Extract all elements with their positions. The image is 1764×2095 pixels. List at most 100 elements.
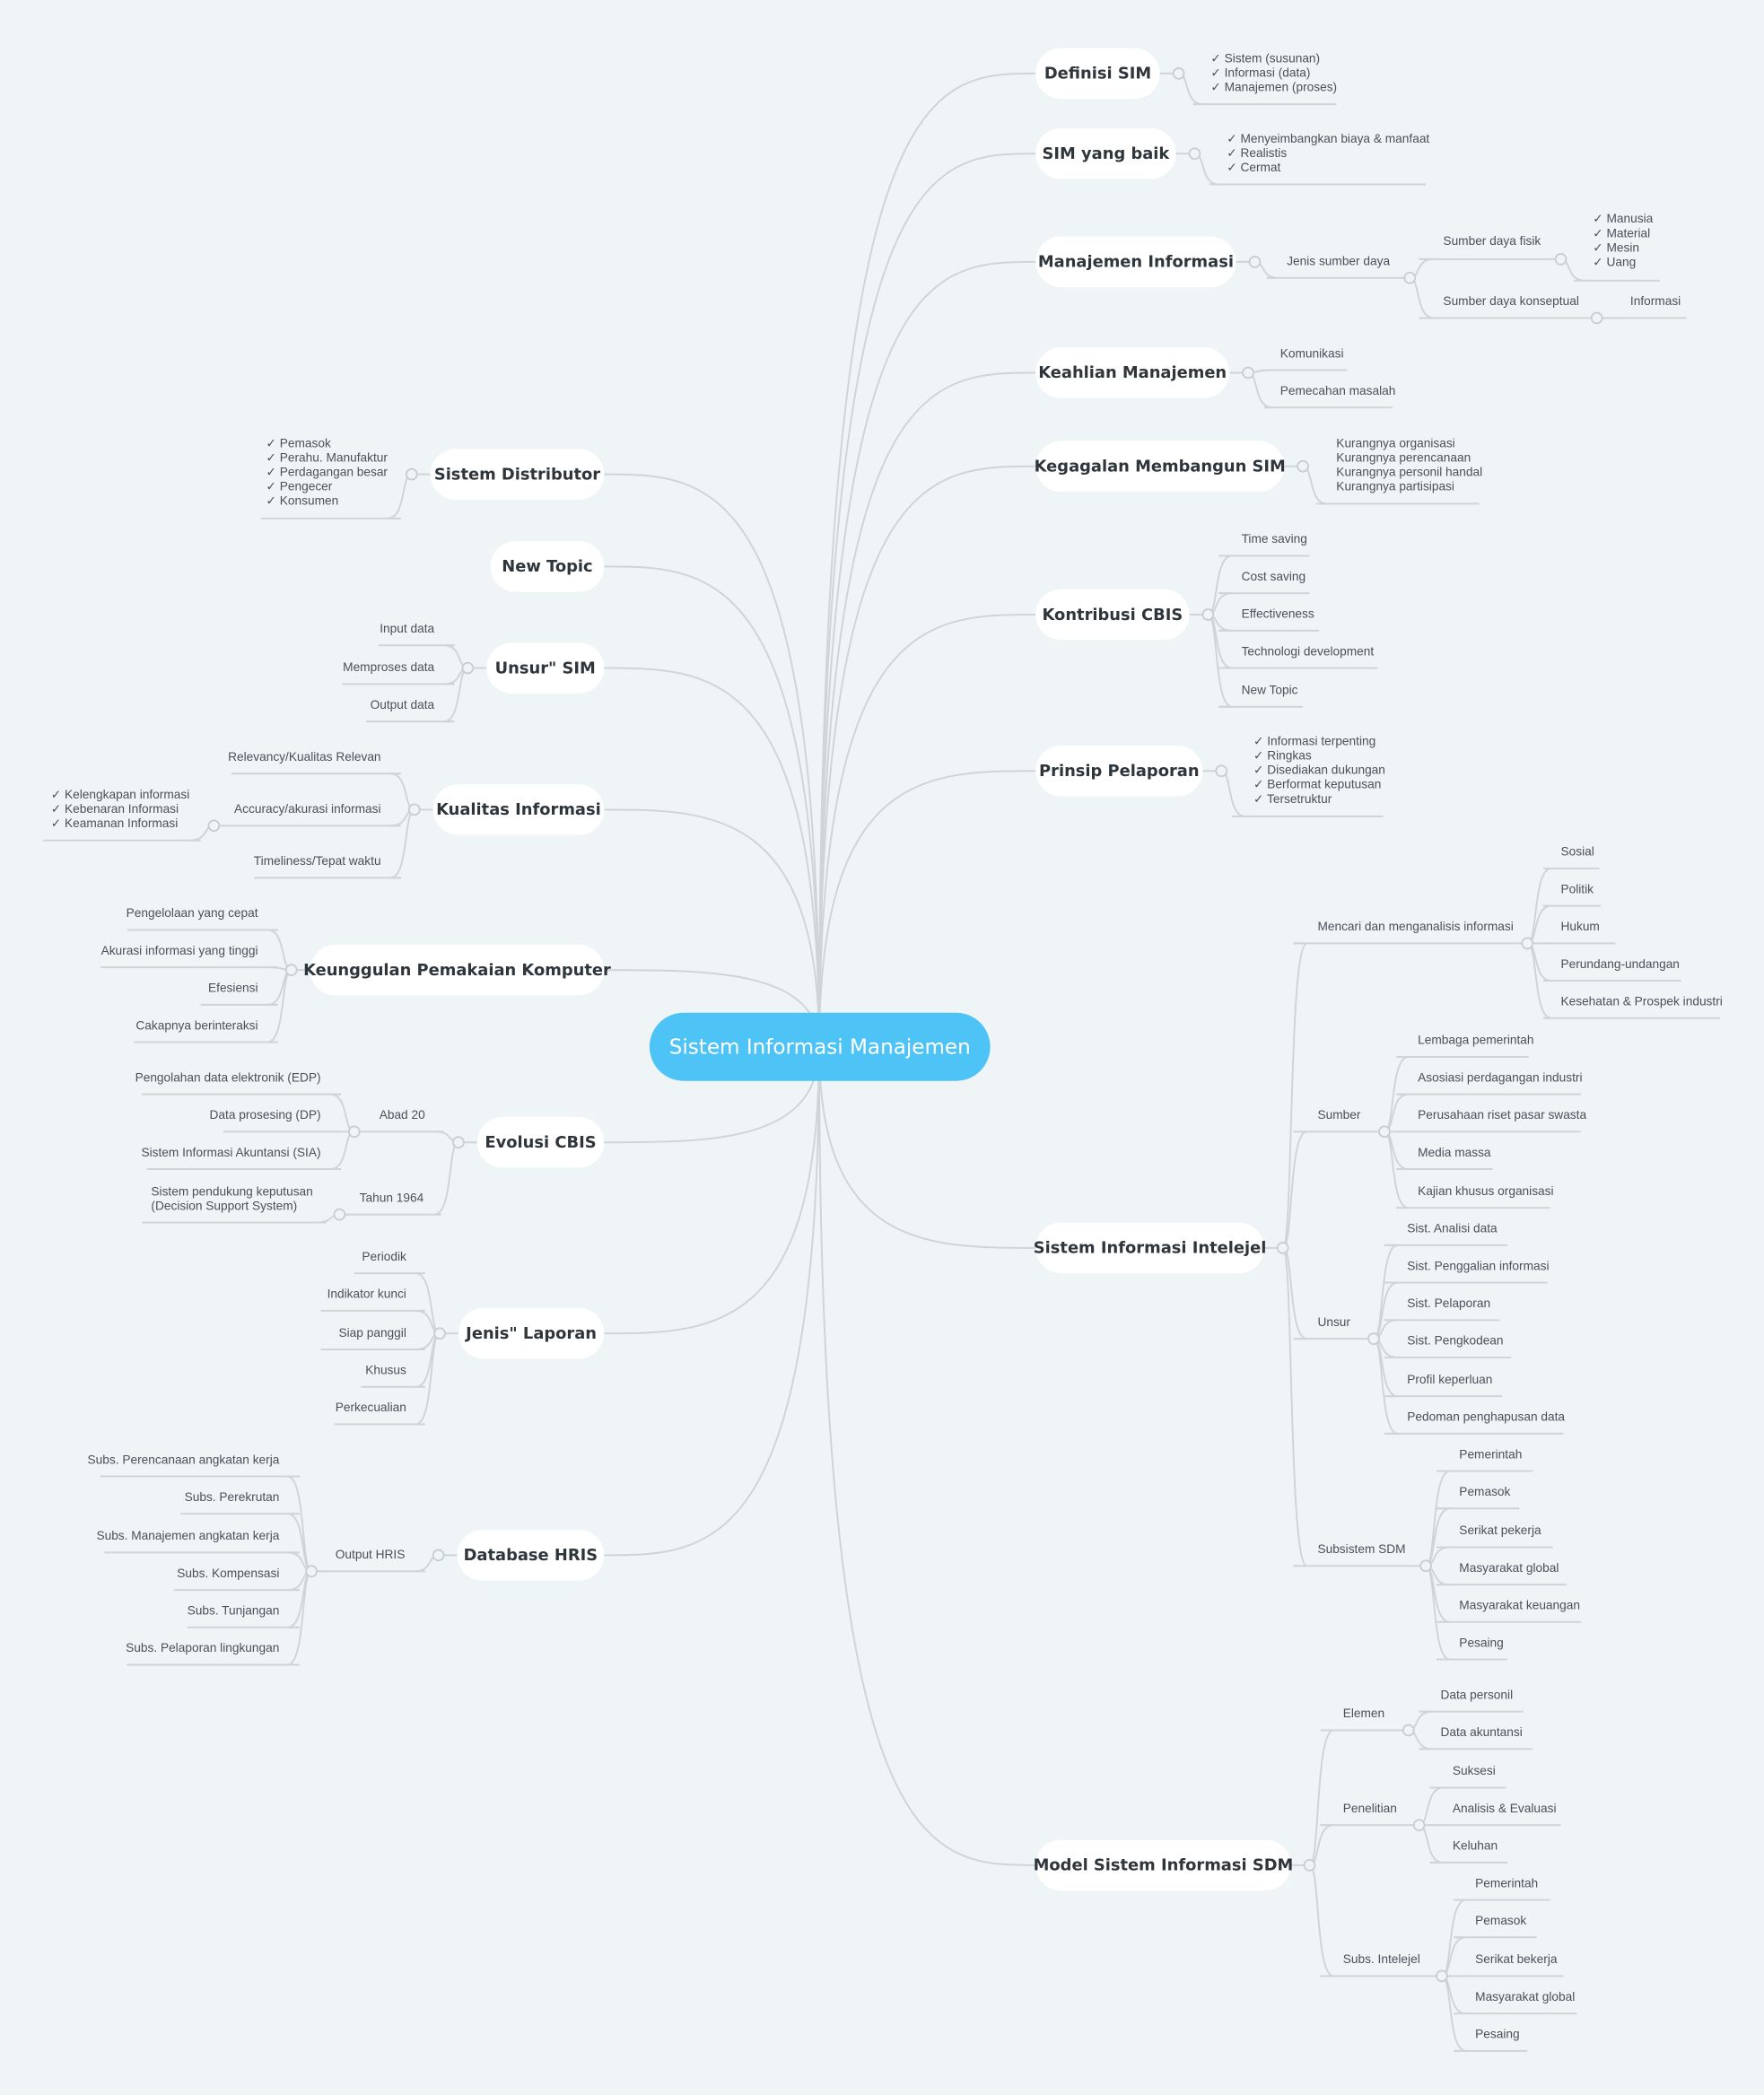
subtopic-label[interactable]: Effectiveness [1242, 607, 1314, 621]
subtopic-label[interactable]: Cost saving [1242, 570, 1306, 583]
subtopic-label[interactable]: Pedoman penghapusan data [1407, 1410, 1565, 1424]
subtopic-label[interactable]: Relevancy/Kualitas Relevan [228, 750, 380, 764]
subtopic-label[interactable]: New Topic [1242, 684, 1298, 697]
main-topic[interactable]: New Topic [490, 541, 605, 592]
collapse-toggle[interactable] [1201, 608, 1215, 621]
subtopic-label[interactable]: Pemecahan masalah [1280, 384, 1396, 397]
collapse-toggle[interactable] [1436, 1969, 1448, 1983]
subtopic-label[interactable]: Pesaing [1459, 1636, 1503, 1649]
subtopic-label[interactable]: Subs. Intelejel [1343, 1952, 1420, 1966]
main-topic[interactable]: Unsur" SIM [486, 642, 605, 694]
collapse-toggle[interactable] [461, 661, 475, 675]
main-topic-pill[interactable] [486, 642, 605, 694]
main-topic-pill[interactable] [490, 541, 605, 592]
subtopic-label[interactable]: Pemerintah [1459, 1447, 1522, 1461]
collapse-toggle[interactable] [1297, 459, 1309, 473]
collapse-toggle[interactable] [407, 803, 421, 816]
subtopic-label[interactable]: Sist. Pelaporan [1407, 1296, 1490, 1310]
subtopic-label[interactable]: ✓ Pemasok✓ Perahu. Manufaktur✓ Perdagang… [266, 436, 388, 507]
subtopic-label[interactable]: Sumber daya fisik [1443, 234, 1541, 248]
collapse-toggle[interactable] [1521, 937, 1534, 950]
subtopic-label[interactable]: Periodik [362, 1250, 406, 1263]
subtopic-label[interactable]: Subs. Tunjangan [188, 1604, 280, 1618]
subtopic-label[interactable]: Keluhan [1453, 1839, 1498, 1853]
main-topic-pill[interactable] [310, 944, 605, 996]
subtopic-label[interactable]: ✓ Informasi terpenting✓ Ringkas✓ Disedia… [1253, 734, 1385, 805]
subtopic-label[interactable]: Subs. Perencanaan angkatan kerja [88, 1453, 280, 1466]
collapse-toggle[interactable] [284, 964, 298, 976]
subtopic-label[interactable]: Accuracy/akurasi informasi [234, 802, 381, 816]
main-topic[interactable]: Keahlian Manajemen [1035, 347, 1230, 398]
subtopic-label[interactable]: Pengelolaan yang cepat [127, 906, 258, 920]
collapse-toggle[interactable] [1303, 1859, 1316, 1872]
subtopic-label[interactable]: Perkecualian [336, 1401, 406, 1414]
subtopic-label[interactable]: Mencari dan menganalisis informasi [1317, 920, 1513, 933]
subtopic-label[interactable]: Lembaga pemerintah [1418, 1034, 1533, 1047]
central-topic[interactable]: Sistem Informasi Manajemen [649, 1012, 991, 1081]
subtopic-label[interactable]: Perusahaan riset pasar swasta [1418, 1108, 1586, 1122]
main-topic[interactable]: Manajemen Informasi [1035, 236, 1236, 288]
main-topic-pill[interactable] [458, 1307, 605, 1359]
subtopic-label[interactable]: Pemasok [1475, 1914, 1526, 1927]
collapse-toggle[interactable] [347, 1125, 361, 1139]
main-topic[interactable]: Database HRIS [457, 1530, 605, 1581]
main-topic-pill[interactable] [476, 1116, 605, 1168]
main-topic-pill[interactable] [1035, 745, 1203, 797]
main-topic-pill[interactable] [1035, 1839, 1291, 1891]
collapse-toggle[interactable] [1403, 271, 1417, 284]
subtopic-label[interactable]: Data prosesing (DP) [210, 1108, 321, 1122]
subtopic-label[interactable]: Masyarakat global [1459, 1561, 1559, 1575]
main-topic[interactable]: Keunggulan Pemakaian Komputer [303, 944, 611, 996]
subtopic-label[interactable]: Suksesi [1453, 1764, 1496, 1777]
subtopic-label[interactable]: Siap panggil [339, 1326, 406, 1340]
collapse-toggle[interactable] [333, 1208, 346, 1221]
subtopic-label[interactable]: ✓ Sistem (susunan)✓ Informasi (data)✓ Ma… [1210, 51, 1337, 93]
collapse-toggle[interactable] [1378, 1125, 1391, 1139]
subtopic-label[interactable]: Time saving [1242, 532, 1307, 546]
main-topic-pill[interactable] [432, 784, 605, 835]
subtopic-label[interactable]: ✓ Manusia✓ Material✓ Mesin✓ Uang [1593, 212, 1653, 268]
subtopic-label[interactable]: Sumber daya konseptual [1443, 294, 1578, 308]
subtopic-label[interactable]: Memproses data [343, 660, 434, 674]
collapse-toggle[interactable] [1172, 67, 1185, 80]
subtopic-label[interactable]: Subs. Manajemen angkatan kerja [96, 1529, 279, 1542]
subtopic-label[interactable]: Serikat pekerja [1459, 1523, 1541, 1537]
subtopic-label[interactable]: Akurasi informasi yang tinggi [101, 944, 258, 957]
main-topic-pill[interactable] [1035, 347, 1230, 398]
subtopic-label[interactable]: Politik [1560, 882, 1594, 895]
main-topic-pill[interactable] [1035, 441, 1285, 493]
subtopic-label[interactable]: Elemen [1343, 1707, 1384, 1720]
subtopic-label[interactable]: Informasi [1630, 294, 1681, 308]
collapse-toggle[interactable] [1242, 366, 1254, 380]
subtopic-label[interactable]: Subs. Kompensasi [177, 1567, 279, 1580]
subtopic-label[interactable]: Subs. Pelaporan lingkungan [126, 1641, 279, 1654]
subtopic-label[interactable]: Sumber [1317, 1108, 1360, 1122]
main-topic-pill[interactable] [457, 1530, 605, 1581]
collapse-toggle[interactable] [432, 1549, 445, 1562]
subtopic-label[interactable]: Kesehatan & Prospek industri [1560, 994, 1722, 1008]
subtopic-label[interactable]: Subsistem SDM [1317, 1542, 1405, 1556]
subtopic-label[interactable]: Unsur [1317, 1315, 1350, 1329]
subtopic-label[interactable]: Sistem Informasi Akuntansi (SIA) [141, 1146, 320, 1159]
collapse-toggle[interactable] [433, 1327, 446, 1340]
subtopic-label[interactable]: Sosial [1560, 845, 1594, 859]
central-topic-pill[interactable] [649, 1012, 991, 1081]
subtopic-label[interactable]: Media massa [1418, 1146, 1491, 1159]
subtopic-label[interactable]: Asosiasi perdagangan industri [1418, 1070, 1582, 1084]
collapse-toggle[interactable] [1419, 1559, 1432, 1573]
subtopic-label[interactable]: Penelitian [1343, 1802, 1397, 1815]
subtopic-label[interactable]: Efesiensi [208, 982, 258, 995]
main-topic[interactable]: SIM yang baik [1035, 127, 1176, 179]
subtopic-label[interactable]: Indikator kunci [327, 1288, 406, 1301]
main-topic[interactable]: Kegagalan Membangun SIM [1035, 441, 1286, 493]
main-topic-pill[interactable] [430, 449, 605, 500]
subtopic-label[interactable]: Masyarakat global [1475, 1990, 1575, 2003]
subtopic-label[interactable]: Data akuntansi [1440, 1725, 1522, 1739]
collapse-toggle[interactable] [1188, 147, 1201, 161]
subtopic-label[interactable]: Sist. Penggalian informasi [1407, 1259, 1549, 1272]
subtopic-label[interactable]: Sist. Analisi data [1407, 1222, 1498, 1235]
collapse-toggle[interactable] [1276, 1242, 1289, 1254]
collapse-toggle[interactable] [1554, 253, 1568, 266]
main-topic[interactable]: Prinsip Pelaporan [1035, 745, 1203, 797]
